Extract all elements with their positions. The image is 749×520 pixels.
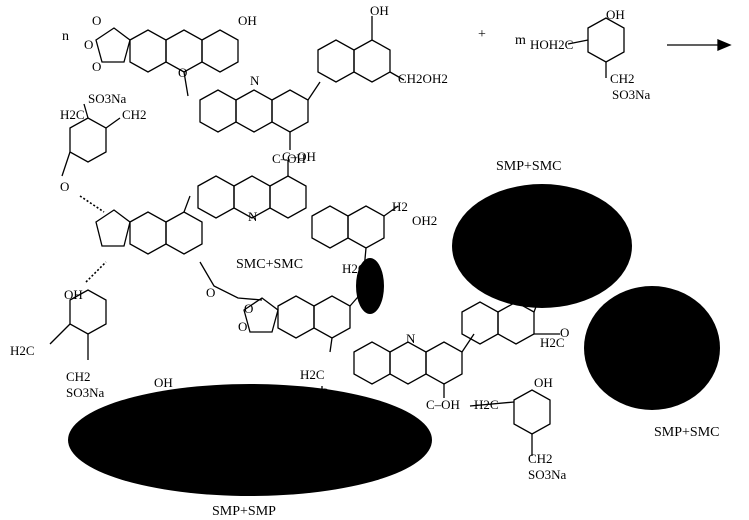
atom-h2c: H2C	[300, 367, 325, 382]
atom-oh2: OH2	[412, 213, 438, 228]
atom-n: N	[406, 331, 416, 346]
atom-o: O	[84, 37, 94, 52]
atom-ch2: CH2	[290, 447, 315, 462]
atom-c-oh: C–OH	[272, 151, 306, 166]
atom-oh: OH	[64, 287, 83, 302]
atom-so3na: SO3Na	[156, 461, 195, 476]
atom-oh: OH	[534, 375, 553, 390]
atom-o: O	[60, 179, 70, 194]
atom-c-oh: C–OH	[426, 397, 460, 412]
region-label-smp-smc-top: SMP+SMC	[496, 159, 562, 174]
atom-n: N	[250, 73, 260, 88]
atom-so3na: SO3Na	[292, 463, 331, 478]
atom-ch2: CH2	[652, 361, 677, 376]
atom-o: O	[244, 301, 254, 316]
region-label-smc-smc: SMC+SMC	[236, 257, 304, 272]
plus-sign: +	[478, 27, 486, 42]
atom-ch2: CH2	[122, 107, 147, 122]
atom-hoh2c: HOH2C	[530, 37, 574, 52]
atom-so3na: SO3Na	[88, 91, 127, 106]
region-label-smp-smp: SMP+SMP	[212, 504, 276, 519]
atom-h2c: H2C	[540, 335, 565, 350]
atom-o: O	[238, 319, 248, 334]
atom-o: O	[92, 59, 102, 74]
atom-o: O	[560, 325, 570, 340]
reaction-arrow	[667, 39, 732, 51]
atom-so3na: SO3Na	[66, 385, 105, 400]
atom-ch2: CH2	[530, 281, 555, 296]
reactant-fluorescein-acridine	[95, 16, 405, 150]
atom-oh: OH	[154, 375, 173, 390]
atom-n: N	[248, 209, 258, 224]
atom-so3na: SO3Na	[528, 467, 567, 482]
atom-so3na: SO3Na	[652, 375, 691, 390]
atom-oh: OH	[468, 217, 487, 232]
atom-o: O	[360, 281, 370, 296]
atom-o: O	[320, 385, 330, 400]
atom-o: O	[206, 285, 216, 300]
atom-ch2: CH2	[600, 325, 625, 340]
coef-n: n	[62, 29, 69, 44]
atom-oh: OH	[238, 13, 257, 28]
atom-oh: OH	[370, 3, 389, 18]
atom-h2c-so3na: H2C–SO3Na	[540, 213, 610, 228]
atom-ch2-oh2: CH2OH2	[398, 71, 448, 86]
atom-o: O	[92, 13, 102, 28]
atom-ch2: CH2	[610, 71, 635, 86]
atom-h2c: H2C	[10, 343, 35, 358]
atom-c-oh: C–OH	[282, 149, 316, 164]
atom-h2c: H2C	[138, 445, 163, 460]
region-label-smp-smc-right: SMP+SMC	[654, 425, 720, 440]
atom-so3na: SO3Na	[612, 87, 651, 102]
atom-o: O	[178, 65, 188, 80]
atom-h2c: H2C	[60, 107, 85, 122]
coef-m: m	[515, 33, 526, 48]
product-network	[49, 103, 720, 496]
reactant-smp	[567, 17, 625, 78]
atom-h2c: H2C	[486, 251, 511, 266]
atom-h2c: H2C	[342, 261, 367, 276]
atom-h2c: H2C	[262, 407, 287, 422]
atom-ch2: CH2	[66, 369, 91, 384]
atom-ch2: CH2	[212, 397, 237, 412]
atom-h2: H2	[392, 199, 408, 214]
atom-h2c: H2C	[474, 397, 499, 412]
atom-oh: OH	[660, 299, 679, 314]
atom-oh: OH	[606, 7, 625, 22]
atom-ch2: CH2	[528, 451, 553, 466]
